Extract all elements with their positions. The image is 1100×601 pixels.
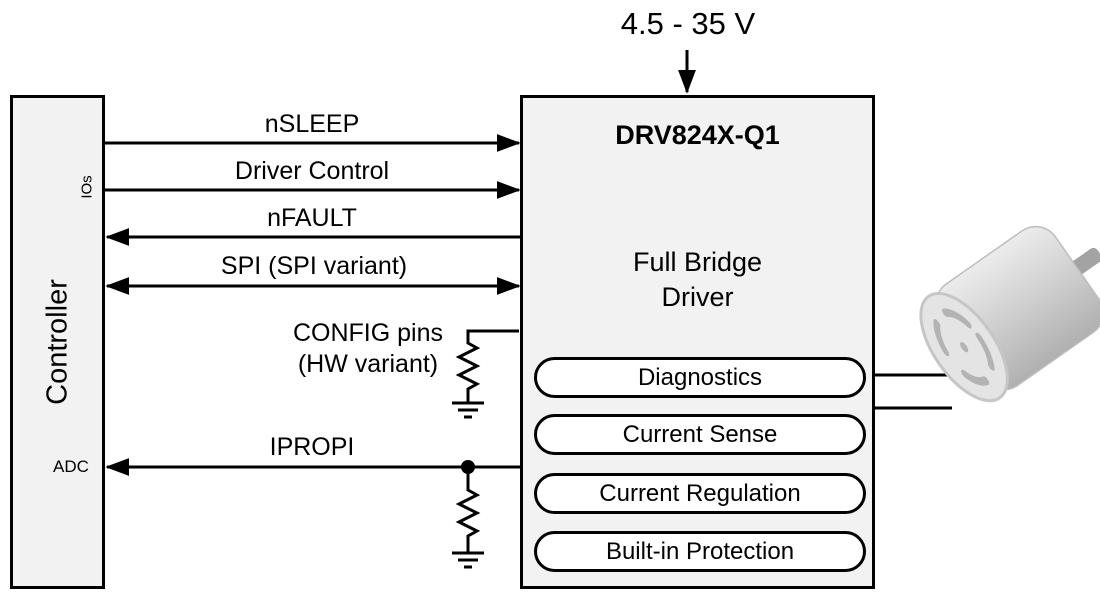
motor-face [919,291,1009,403]
dc-motor-icon [919,225,1100,403]
controller-label: Controller [41,279,73,405]
adc-group-label: ADC [53,457,89,476]
ipropi-ground-icon [452,551,484,569]
ipropi-resistor [455,467,481,552]
feature-pill-label: Current Regulation [599,479,801,507]
junction-dot [461,460,475,474]
nfault-label: nFAULT [267,204,357,232]
ipropi-label: IPROPI [269,433,355,461]
config-resistor-to-ground [452,329,519,419]
motor-body [935,225,1100,391]
controller-block: Controller [10,95,105,589]
ipropi-resistor-to-ground [452,460,484,569]
driver-subtitle: Full Bridge Driver [632,247,763,312]
feature-pill-label: Current Sense [622,420,778,448]
feature-pill-built-in-protection: Built-in Protection [534,531,866,572]
config-resistor [455,329,519,402]
spi-label: SPI (SPI variant) [220,252,408,280]
feature-pill-diagnostics: Diagnostics [534,357,866,398]
config-ground-icon [452,401,484,419]
io-group-label: IOs [78,175,96,199]
supply-voltage-label: 4.5 - 35 V [620,6,756,41]
motor-vents [933,308,995,386]
config-pins-label: CONFIG pins (HW variant) [293,318,443,380]
driver-block: DRV824X-Q1 Full Bridge Driver Diagnostic… [520,95,875,589]
driver-control-label: Driver Control [234,157,390,185]
feature-pill-current-regulation: Current Regulation [534,473,866,514]
feature-pill-label: Diagnostics [637,363,763,391]
config-pins-label-line2: (HW variant) [297,350,439,378]
motor-shaft [1068,247,1100,277]
feature-pill-label: Built-in Protection [605,537,795,565]
driver-title: DRV824X-Q1 [615,120,780,150]
feature-pill-current-sense: Current Sense [534,414,866,455]
nsleep-label: nSLEEP [264,110,360,138]
config-pins-label-line1: CONFIG pins [292,319,444,347]
